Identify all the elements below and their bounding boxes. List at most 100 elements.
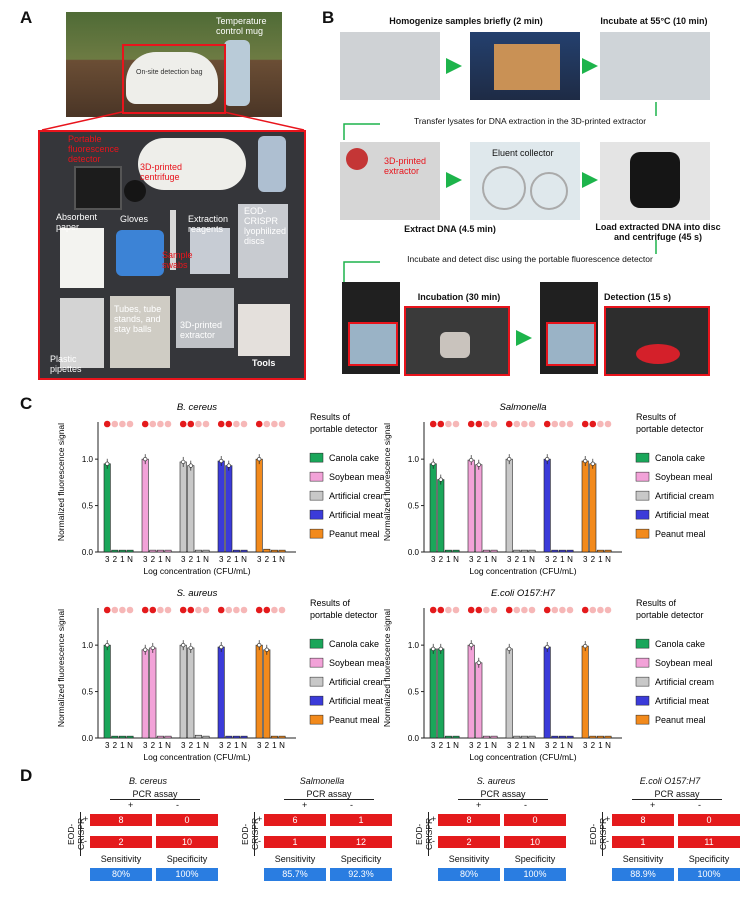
cell-fp: 0 <box>678 814 740 826</box>
cell-fn: 2 <box>438 836 500 848</box>
step-extract: Extract DNA (4.5 min) <box>404 224 496 234</box>
sensitivity-label: Sensitivity <box>274 854 316 864</box>
detector-dot <box>490 420 498 428</box>
sensitivity-value: 80% <box>90 868 152 881</box>
bar <box>475 662 483 739</box>
y-axis-label: Normalized fluorescence signal <box>382 423 392 541</box>
y-tick-label: 1.0 <box>408 641 420 650</box>
bar <box>164 549 172 553</box>
detector-dot <box>126 420 134 428</box>
bar <box>520 735 528 739</box>
data-point <box>181 459 186 465</box>
bar <box>232 549 240 553</box>
centrifuge-device <box>124 180 146 202</box>
detector-dot <box>528 420 536 428</box>
y-tick-label: 0.0 <box>408 734 420 743</box>
specificity-label: Specificity <box>166 854 208 864</box>
pcr-plus: + <box>650 800 656 810</box>
step-load: Load extracted DNA into disc and centrif… <box>595 222 721 242</box>
pcr-minus: - <box>524 800 527 810</box>
bar <box>263 548 271 553</box>
x-tick-label: 2 <box>265 555 270 564</box>
x-tick-label: 2 <box>553 741 558 750</box>
photo-incubation <box>404 306 510 376</box>
photo-detection <box>604 306 710 376</box>
bar <box>126 549 134 553</box>
sensitivity-label: Sensitivity <box>448 854 490 864</box>
eod-plus: + <box>605 814 611 824</box>
step-incubate55: Incubate at 55°C (10 min) <box>600 16 708 26</box>
detector-dot <box>119 420 126 428</box>
bar <box>429 463 437 553</box>
y-axis-label: Normalized fluorescence signal <box>56 423 66 541</box>
bar <box>467 644 475 739</box>
bar <box>558 735 566 739</box>
detector-dot <box>490 606 498 614</box>
bar <box>475 464 483 553</box>
bar <box>482 735 490 739</box>
detector-dot <box>263 606 271 614</box>
legend-label: Artificial cream <box>655 491 714 501</box>
detector-dot <box>521 420 528 428</box>
cell-fp: 0 <box>504 814 566 826</box>
legend-swatch <box>635 638 650 649</box>
specificity-value: 100% <box>678 868 740 881</box>
bar <box>263 649 271 739</box>
x-tick-label: 1 <box>560 741 565 750</box>
legend-label: Artificial meat <box>329 510 384 520</box>
bar <box>187 647 195 739</box>
detector-dot <box>445 606 452 614</box>
x-axis-label: Log concentration (CFU/mL) <box>143 566 250 576</box>
pcr-plus: + <box>302 800 308 810</box>
detector-dot <box>179 606 187 614</box>
data-point <box>143 647 148 652</box>
bar <box>194 549 202 553</box>
detector-dot <box>543 606 551 614</box>
cell-tp: 6 <box>264 814 326 826</box>
data-point <box>590 461 595 466</box>
x-tick-label: 1 <box>158 555 163 564</box>
x-tick-label: 1 <box>158 741 163 750</box>
arrow-5 <box>516 330 532 346</box>
legend-label: Artificial meat <box>329 696 384 706</box>
bar <box>513 549 521 553</box>
bar <box>179 644 187 739</box>
data-point <box>431 646 436 651</box>
x-tick-label: 3 <box>257 555 262 564</box>
detector-dot <box>111 606 119 614</box>
detector-dot <box>103 420 111 428</box>
table-title: Salmonella <box>299 776 345 786</box>
x-tick-label: 3 <box>469 555 474 564</box>
detector-dot <box>566 606 574 614</box>
y-tick-label: 0.5 <box>82 502 94 511</box>
results-label-line1: Results of <box>310 412 351 422</box>
detector-dot <box>278 606 286 614</box>
detector-dot <box>217 420 225 428</box>
x-tick-label: 3 <box>431 741 436 750</box>
x-tick-label: 1 <box>560 555 565 564</box>
pcr-header: PCR assay <box>284 789 374 800</box>
x-tick-label: 3 <box>143 555 148 564</box>
specificity-label: Specificity <box>688 854 730 864</box>
detector-dot <box>467 606 475 614</box>
legend-label: Artificial cream <box>329 677 384 687</box>
legend-label: Canola cake <box>655 639 705 649</box>
detector-dot <box>278 420 286 428</box>
legend-label: Canola cake <box>329 453 379 463</box>
sensitivity-value: 88.9% <box>612 868 674 881</box>
eod-minus: - <box>606 836 609 846</box>
results-label-line1: Results of <box>310 598 351 608</box>
data-point <box>469 457 474 463</box>
detector-dot <box>566 420 574 428</box>
detector-dot <box>149 606 157 614</box>
x-tick-label: N <box>491 555 497 564</box>
bar <box>202 735 210 739</box>
bar <box>551 549 559 553</box>
x-tick-label: N <box>127 555 133 564</box>
x-tick-label: 2 <box>151 741 156 750</box>
legend-label: Peanut meal <box>655 715 706 725</box>
detector-dot <box>187 606 195 614</box>
legend-swatch <box>309 490 324 501</box>
detector-dot <box>505 420 513 428</box>
